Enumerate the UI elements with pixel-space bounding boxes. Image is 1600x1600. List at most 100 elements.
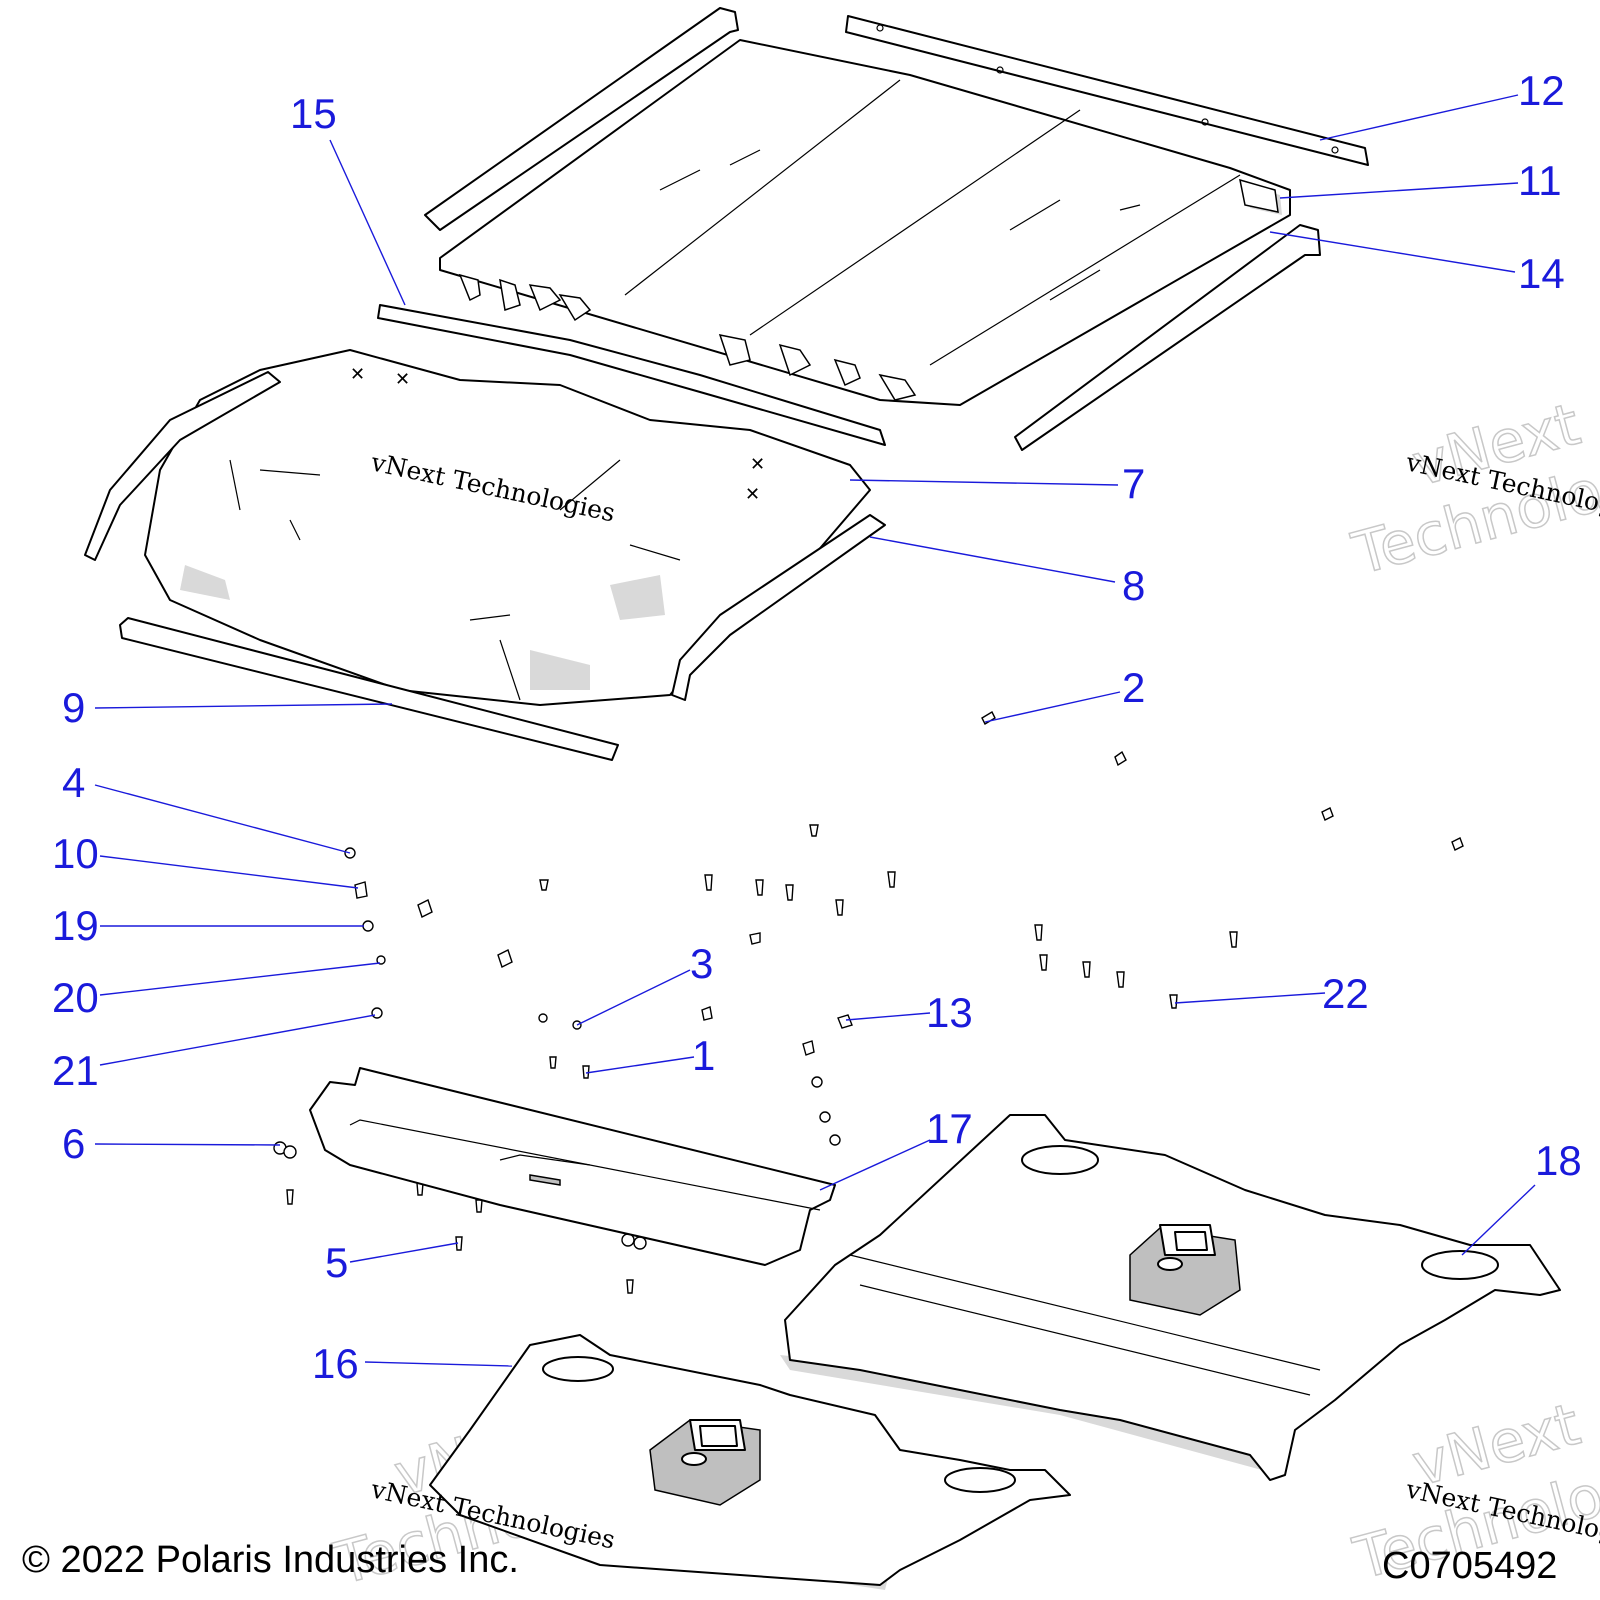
- leader-3: [576, 969, 691, 1026]
- leader-lines: [94, 94, 1536, 1367]
- fastener-clip: [417, 899, 433, 918]
- callout-labels: 15 12 11 14 7 8 9 2 4 10 19 20 21 3 1 13…: [52, 67, 1582, 1387]
- callout-4: 4: [62, 759, 85, 806]
- part-8-side-trim-right: [671, 514, 886, 701]
- leader-15: [329, 139, 406, 306]
- callout-5: 5: [325, 1239, 348, 1286]
- leader-1: [585, 1056, 695, 1074]
- fastener-washer: [538, 1013, 548, 1023]
- leader-9: [94, 703, 393, 709]
- leader-8: [869, 536, 1116, 583]
- callout-7: 7: [1122, 460, 1145, 507]
- fastener-washer-21: [371, 1007, 383, 1019]
- fastener-clip-10: [354, 881, 368, 899]
- leader-20: [99, 962, 381, 996]
- part-8-side-trim-left: [84, 371, 281, 561]
- svg-text:✕: ✕: [395, 369, 410, 390]
- fastener-screw: [1034, 924, 1043, 941]
- part-14-rail-upper-left: [424, 7, 739, 231]
- fastener-screw: [549, 1056, 557, 1069]
- leader-22: [1174, 992, 1326, 1004]
- fastener-screw: [809, 824, 819, 837]
- svg-text:✕: ✕: [745, 484, 760, 505]
- part-9-front-strip: [119, 617, 619, 761]
- fastener-screw: [1114, 750, 1127, 767]
- callout-14: 14: [1518, 250, 1565, 297]
- leader-5: [349, 1242, 459, 1263]
- part-15-header-strip: [377, 304, 886, 446]
- fastener-screw: [887, 871, 896, 888]
- fastener-screw: [981, 711, 996, 725]
- part-17-trim-panel: [309, 1067, 836, 1266]
- part-18-rear-headliner: [780, 1114, 1561, 1481]
- svg-text:✕: ✕: [350, 364, 365, 385]
- callout-21: 21: [52, 1047, 99, 1094]
- callout-1: 1: [692, 1032, 715, 1079]
- callout-8: 8: [1122, 562, 1145, 609]
- fastener-screw: [755, 879, 764, 896]
- leader-7: [849, 479, 1119, 486]
- callout-18: 18: [1535, 1137, 1582, 1184]
- leader-6: [94, 1143, 281, 1146]
- fastener-screw: [1229, 931, 1238, 948]
- copyright-text: © 2022 Polaris Industries Inc.: [22, 1539, 519, 1581]
- callout-22: 22: [1322, 970, 1369, 1017]
- fastener-nut-20: [376, 955, 386, 965]
- fastener-washer: [829, 1134, 841, 1146]
- leader-11: [1279, 182, 1519, 199]
- fastener-screw: [475, 1199, 483, 1213]
- part-11-outer-roof-panel: [439, 39, 1291, 406]
- fastener-group: [273, 711, 1464, 1294]
- leader-18: [1461, 1184, 1536, 1256]
- callout-11: 11: [1518, 157, 1562, 204]
- callout-20: 20: [52, 974, 99, 1021]
- part-16-headliner: [429, 1334, 1071, 1590]
- part-14-rail-right: [1014, 224, 1321, 451]
- leader-12: [1319, 94, 1519, 141]
- fastener-screw: [1321, 807, 1334, 821]
- svg-text:✕: ✕: [750, 454, 765, 475]
- fastener-clip: [497, 949, 513, 968]
- callout-19: 19: [52, 902, 99, 949]
- fastener-screw-1: [582, 1065, 590, 1079]
- fastener-screw: [1082, 961, 1091, 978]
- callout-10: 10: [52, 830, 99, 877]
- part-7-headliner-panel: ✕ ✕ ✕ ✕: [144, 349, 871, 706]
- fastener-screw: [1451, 837, 1464, 851]
- callout-13: 13: [926, 989, 973, 1036]
- fastener-nut: [819, 1111, 831, 1123]
- callout-12: 12: [1518, 67, 1565, 114]
- callout-3: 3: [690, 940, 713, 987]
- fastener-screw: [286, 1189, 294, 1205]
- callout-2: 2: [1122, 664, 1145, 711]
- fastener-clip-13: [837, 1014, 853, 1029]
- leader-10: [99, 855, 359, 889]
- callout-9: 9: [62, 684, 85, 731]
- leader-21: [99, 1014, 376, 1066]
- leader-13: [845, 1012, 931, 1021]
- fastener-washer: [811, 1076, 823, 1088]
- fastener-screw: [1116, 971, 1125, 988]
- fastener-clip: [701, 1006, 713, 1021]
- callout-15: 15: [290, 90, 337, 137]
- callout-17: 17: [926, 1105, 973, 1152]
- callout-16: 16: [312, 1340, 359, 1387]
- fastener-screw: [1169, 994, 1178, 1009]
- fastener-screw: [835, 899, 844, 916]
- fastener-screw-5: [455, 1236, 463, 1251]
- fastener-washer-19: [362, 920, 374, 932]
- leader-16: [364, 1361, 513, 1367]
- fastener-screw: [626, 1279, 634, 1294]
- leader-14: [1269, 231, 1516, 273]
- fastener-screw: [704, 874, 713, 891]
- callout-6: 6: [62, 1120, 85, 1167]
- leader-2: [984, 691, 1121, 723]
- fastener-screw: [539, 879, 549, 891]
- fastener-clip: [749, 932, 761, 945]
- fastener-screw: [1039, 954, 1048, 971]
- drawing-number: C0705492: [1382, 1545, 1557, 1587]
- fastener-screw: [785, 884, 794, 901]
- leader-17: [819, 1139, 931, 1191]
- fastener-clip: [802, 1040, 815, 1056]
